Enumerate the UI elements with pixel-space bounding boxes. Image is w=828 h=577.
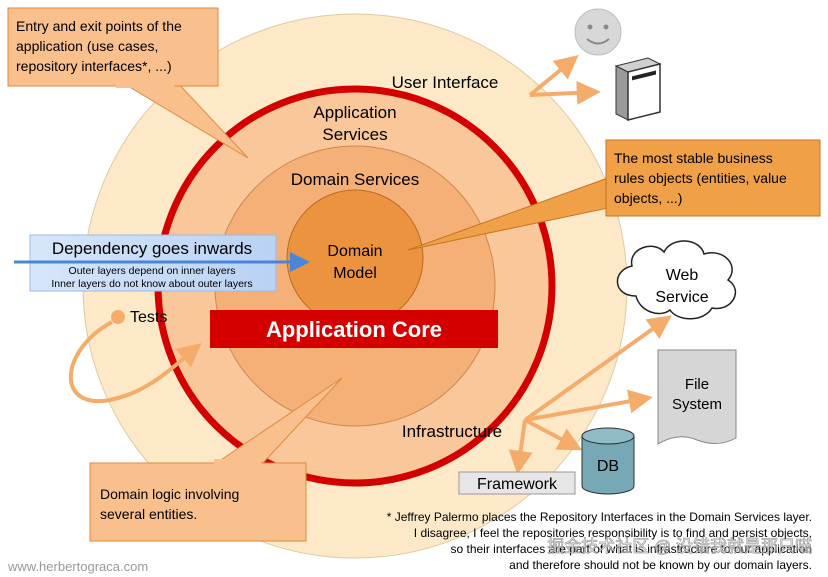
user-interface-label: User Interface [392, 73, 499, 92]
footnote-line2: I disagree, I feel the repositories resp… [414, 526, 812, 540]
footnote-line4: and therefore should not be known by our… [509, 558, 812, 572]
infra-arrow-file-system [524, 389, 653, 422]
tests-node [111, 310, 125, 324]
domain-services-label: Domain Services [291, 170, 420, 189]
web-service-label-line1: Web [666, 267, 699, 284]
stable-rules-text-line2: rules objects (entities, value [614, 170, 787, 186]
ui-arrow-user [528, 54, 579, 97]
domain-logic-callout [89, 462, 307, 542]
tests-arrow [68, 320, 202, 404]
infra-arrow-web-service [523, 315, 672, 422]
entry-exit-text-line1: Entry and exit points of the [16, 18, 182, 34]
footnote-line3: so their interfaces are part of what is … [450, 542, 812, 556]
domain-model-label-line1: Domain [327, 243, 382, 260]
dependency-arrowhead [290, 252, 310, 272]
dependency-line1: Outer layers depend on inner layers [69, 265, 236, 277]
stable-rules-text-line1: The most stable business [614, 150, 773, 166]
database-cylinder-icon [581, 427, 635, 495]
domain-logic-text-line2: several entities. [100, 506, 197, 522]
user-smiley-icon [574, 8, 622, 56]
entry-exit-callout [7, 7, 219, 87]
watermark-text: 掘金技术社区 @ 没错我就是那只喵 [547, 537, 812, 556]
tests-label: Tests [130, 309, 167, 326]
domain-logic-text-line1: Domain logic involving [100, 486, 239, 502]
framework-box [458, 471, 576, 495]
domain-model-label-line2: Model [333, 265, 377, 282]
footnote-line1: * Jeffrey Palermo places the Repository … [387, 510, 812, 524]
credit-text: www.herbertograca.com [7, 559, 148, 574]
application-services-label-line2: Services [322, 125, 387, 144]
web-service-label-line2: Service [655, 289, 708, 306]
entry-exit-text-line2: application (use cases, [16, 38, 158, 54]
application-core-bar [210, 310, 498, 348]
dependency-line2: Inner layers do not know about outer lay… [51, 278, 252, 290]
file-system-label-line2: System [672, 396, 722, 413]
db-label: DB [597, 458, 619, 475]
ui-arrow-terminal [529, 80, 601, 105]
framework-label: Framework [477, 476, 558, 493]
dependency-title: Dependency goes inwards [52, 239, 252, 258]
application-services-label-line1: Application [313, 103, 396, 122]
infra-arrow-framework [508, 419, 533, 475]
stable-rules-text-line3: objects, ...) [614, 190, 682, 206]
infra-arrow-db [524, 418, 583, 451]
computer-terminal-icon [614, 57, 662, 121]
application-core-label: Application Core [266, 317, 442, 342]
infrastructure-label: Infrastructure [402, 422, 502, 441]
web-service-cloud-icon [616, 240, 737, 320]
entry-exit-text-line3: repository interfaces*, ...) [16, 58, 172, 74]
file-system-label-line1: File [685, 376, 709, 393]
stable-rules-callout [605, 139, 821, 217]
file-system-document-icon [657, 349, 737, 445]
